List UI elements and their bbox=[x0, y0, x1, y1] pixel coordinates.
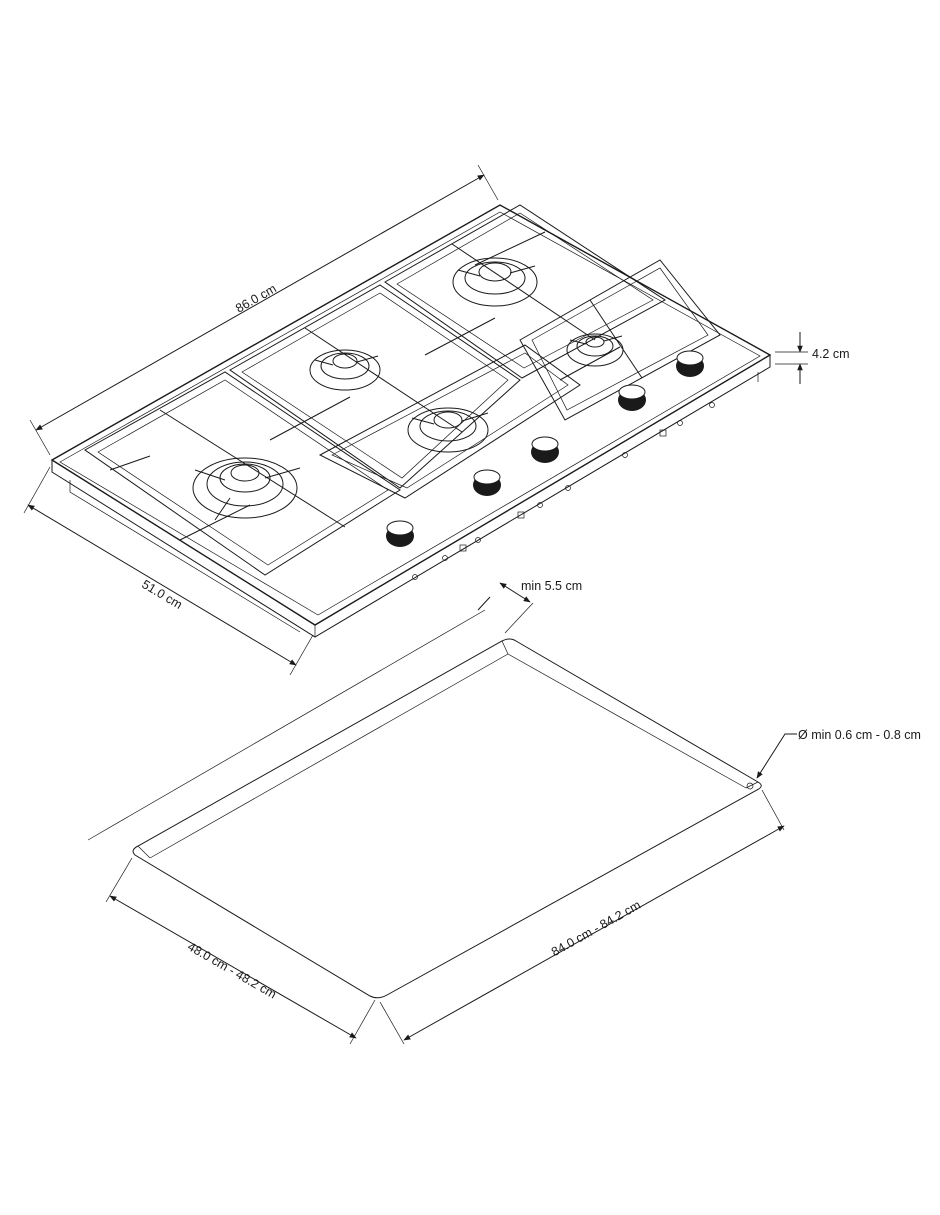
dimension-min-clearance: min 5.5 cm bbox=[477, 579, 582, 634]
front-panel-details bbox=[412, 402, 715, 580]
cutout-inner-lip bbox=[149, 653, 747, 859]
burner-rear-left bbox=[309, 349, 381, 391]
hob bbox=[50, 204, 772, 638]
control-knob bbox=[531, 436, 559, 463]
cutout bbox=[87, 609, 762, 999]
dimension-cutout-depth: 48.0 cm - 48.2 cm bbox=[105, 857, 376, 1045]
dimension-min-clearance-label: min 5.5 cm bbox=[521, 579, 582, 593]
dimension-cutout-width: 84.0 cm - 84.2 cm bbox=[379, 789, 785, 1045]
cutout-outline bbox=[132, 638, 762, 999]
dimension-cutout-width-label: 84.0 cm - 84.2 cm bbox=[549, 898, 643, 959]
dimension-height-label: 4.2 cm bbox=[812, 347, 850, 361]
dimension-hole-diameter: Ø min 0.6 cm - 0.8 cm bbox=[756, 728, 921, 779]
control-knob bbox=[676, 350, 704, 377]
fixing-hole bbox=[746, 782, 754, 790]
control-knob bbox=[386, 520, 414, 547]
countertop-edge bbox=[87, 609, 486, 841]
dimension-height: 4.2 cm bbox=[775, 332, 850, 384]
dimension-width: 86.0 cm bbox=[29, 164, 499, 456]
hob-top-plate bbox=[50, 204, 772, 626]
dimension-width-label: 86.0 cm bbox=[233, 281, 279, 315]
burner-rear-center bbox=[452, 257, 538, 307]
burner-wok bbox=[192, 457, 301, 521]
control-knob bbox=[618, 384, 646, 411]
control-knobs bbox=[386, 350, 704, 547]
dimension-cutout-depth-label: 48.0 cm - 48.2 cm bbox=[185, 939, 279, 1001]
dimension-depth: 51.0 cm bbox=[23, 466, 314, 676]
burner-rear-right bbox=[566, 333, 624, 367]
control-knob bbox=[473, 469, 501, 496]
dimension-hole-diameter-label: Ø min 0.6 cm - 0.8 cm bbox=[798, 728, 921, 742]
